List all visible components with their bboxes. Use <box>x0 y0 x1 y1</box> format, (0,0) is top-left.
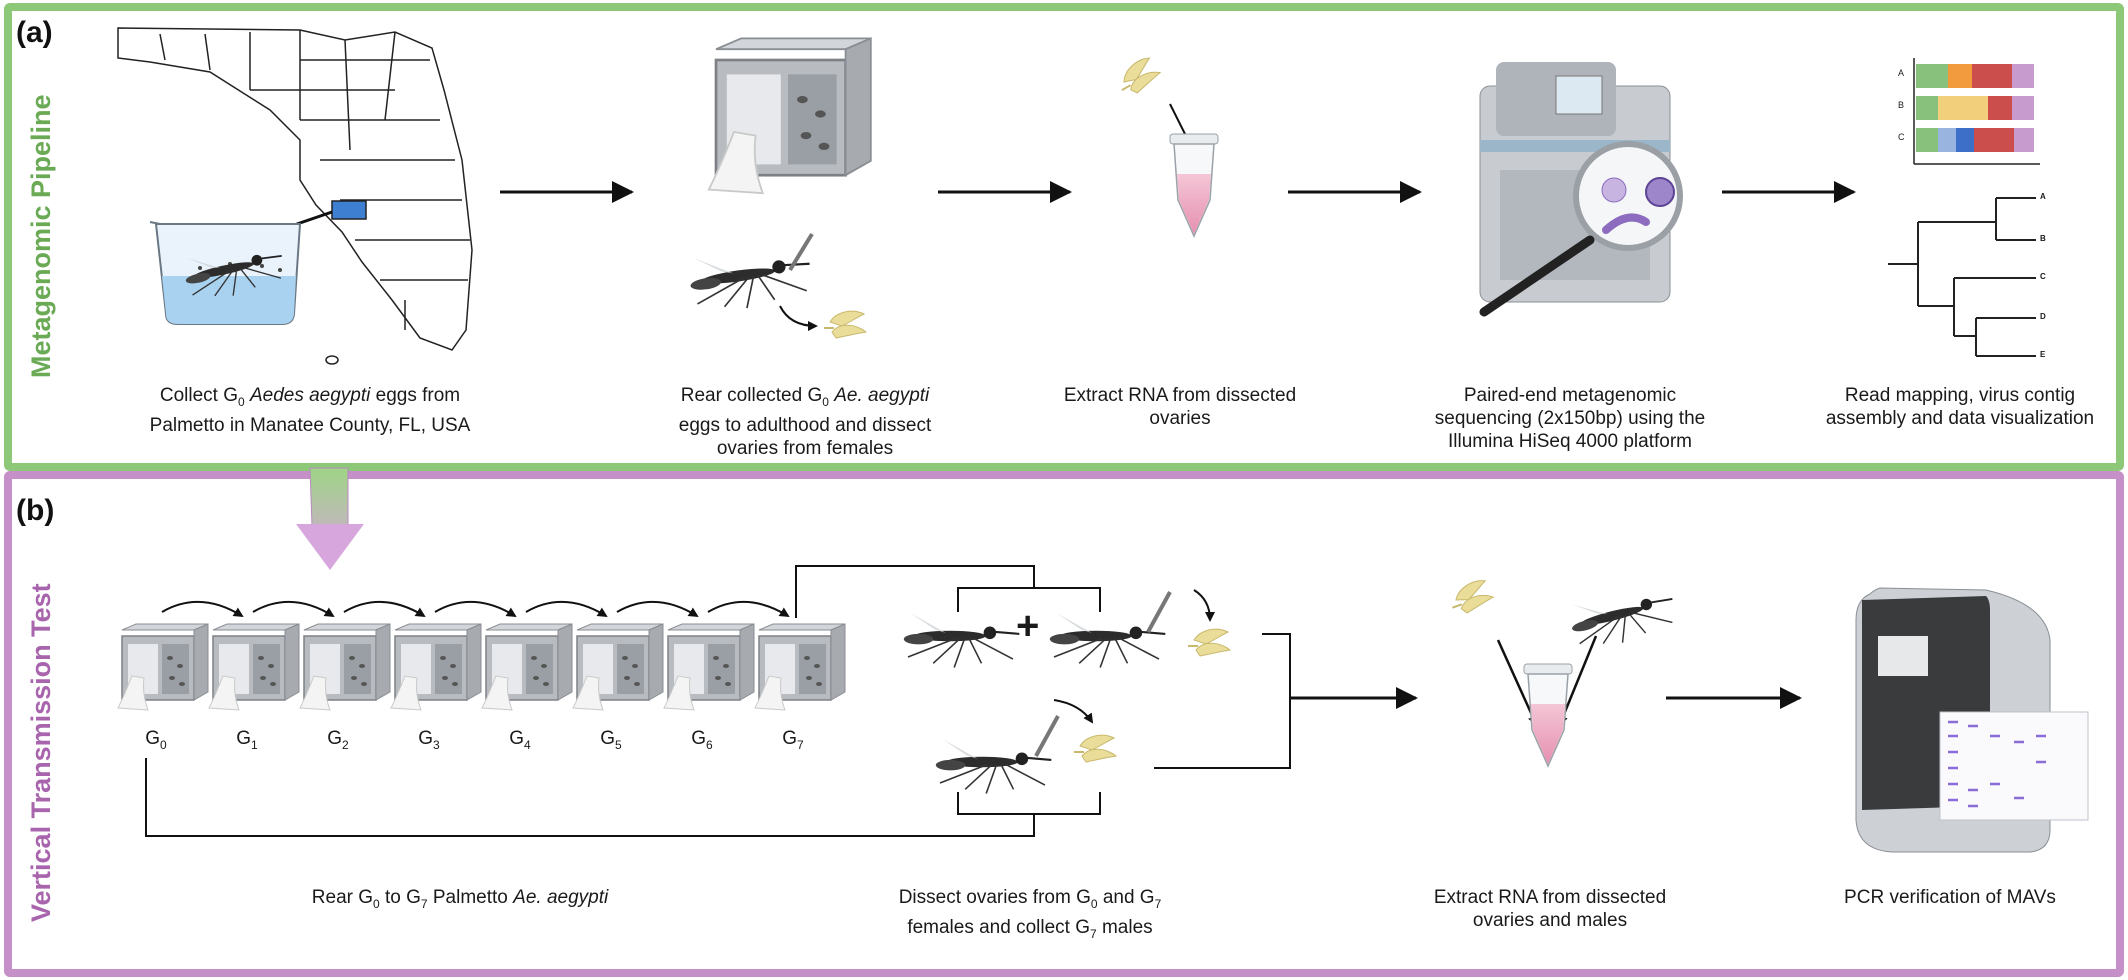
florida-map <box>117 27 473 365</box>
female-mosquito-g0 <box>902 611 1021 669</box>
gen-label-g1: G1 <box>236 728 258 752</box>
male-mosquito-g7 <box>1048 611 1167 669</box>
rearing-cage-illustration <box>707 37 873 195</box>
gen-label-g6: G6 <box>691 728 713 752</box>
caption-rear-generations: Rear G0 to G7 Palmetto Ae. aegypti <box>311 887 609 911</box>
gen-label-g3: G3 <box>418 728 440 752</box>
generation-arrows <box>161 601 790 618</box>
tree-tip-c: C <box>2040 272 2046 281</box>
caption-extract-rna: Extract RNA from dissected ovaries <box>1063 385 1297 429</box>
panel-a-frame <box>4 3 2124 471</box>
tree-tip-d: D <box>2040 312 2046 321</box>
caption-read-mapping: Read mapping, virus contig assembly and … <box>1825 385 2095 429</box>
caption-sequencing: Paired-end metagenomic sequencing (2x150… <box>1434 385 1706 452</box>
tree-tip-e: E <box>2040 350 2046 359</box>
panel-b-label: (b) <box>16 494 55 527</box>
tube-illustration-b <box>1523 663 1573 767</box>
gen-label-g7: G7 <box>782 728 804 752</box>
tree-tip-a: A <box>2040 192 2046 201</box>
female-mosquito-g7 <box>934 737 1053 795</box>
sequencer-illustration <box>1479 62 1683 317</box>
caption-rear-eggs: Rear collected G0 Ae. aegypti eggs to ad… <box>678 385 932 459</box>
caption-collect-eggs: Collect G0 Aedes aegypti eggs from Palme… <box>149 385 471 436</box>
gen-label-g5: G5 <box>600 728 622 752</box>
panel-a-label: (a) <box>16 16 53 49</box>
caption-extract-rna-b: Extract RNA from dissected ovaries and m… <box>1433 887 1667 931</box>
beaker-illustration <box>149 221 302 325</box>
panel-b-frame <box>4 471 2124 977</box>
caption-pcr: PCR verification of MAVs <box>1844 887 2056 908</box>
stacked-bar-plot-illustration <box>1913 58 2040 165</box>
tree-tip-b: B <box>2040 234 2046 243</box>
tube-illustration <box>1169 133 1219 237</box>
connector-lines <box>145 565 1802 837</box>
caption-dissect-ovaries: Dissect ovaries from G0 and G7 females a… <box>898 887 1162 941</box>
plus-sign: + <box>1016 604 1040 648</box>
bar-row-label-a: A <box>1898 68 1905 78</box>
bar-row-label-b: B <box>1898 100 1905 110</box>
gen-label-g4: G4 <box>509 728 531 752</box>
gen-label-g0: G0 <box>145 728 167 752</box>
generation-cages <box>117 623 846 711</box>
gen-label-g2: G2 <box>327 728 349 752</box>
bar-row-label-c: C <box>1898 132 1905 142</box>
phylogenetic-tree-illustration <box>1888 197 2036 357</box>
pcr-machine-illustration <box>1855 587 2089 853</box>
